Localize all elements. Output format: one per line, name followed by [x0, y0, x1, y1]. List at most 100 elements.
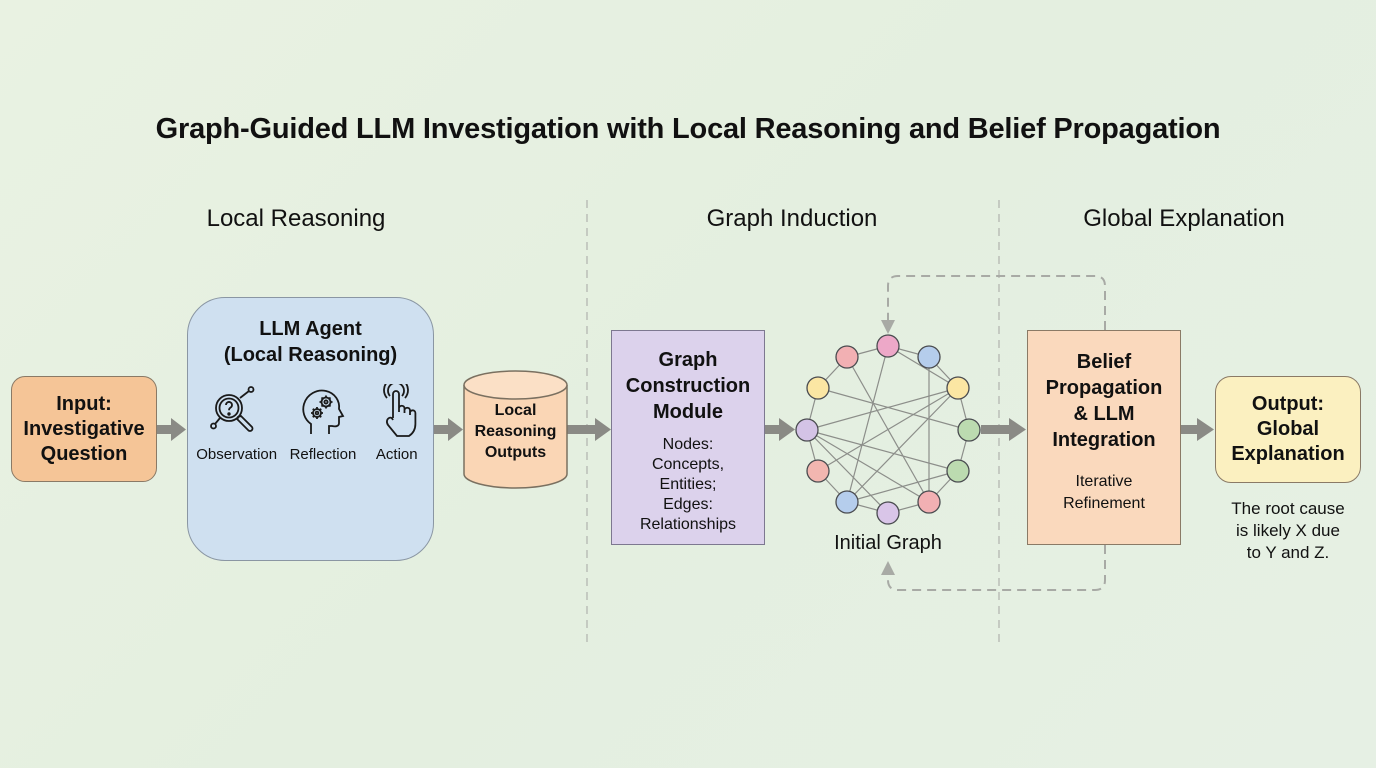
graph-edge	[846, 470, 959, 503]
agent-title: LLM Agent (Local Reasoning)	[224, 316, 397, 368]
graph-edge	[846, 345, 889, 503]
outputs-line-1: Local	[494, 402, 537, 419]
graph-edge	[887, 345, 930, 358]
gcm-title-line-3: Module	[653, 401, 723, 423]
graph-node	[917, 490, 941, 514]
graph-edge	[817, 356, 848, 389]
graph-edge	[806, 429, 959, 472]
step-action: Action	[369, 384, 425, 463]
step-label-action: Action	[375, 446, 418, 463]
belief-title: Belief Propagation & LLM Integration	[1046, 349, 1163, 453]
step-label-reflection: Reflection	[289, 446, 357, 463]
belief-description: Iterative Refinement	[1063, 471, 1145, 515]
step-reflection: Reflection	[289, 384, 357, 463]
gcm-title-line-2: Construction	[625, 375, 751, 397]
graph-node	[957, 418, 981, 442]
graph-edge	[957, 429, 970, 472]
feedback-arrowhead-bottom	[881, 561, 895, 575]
graph-edge	[817, 387, 959, 472]
graph-node	[917, 345, 941, 369]
outputs-line-2: Reasoning	[474, 423, 557, 440]
graph-node	[876, 501, 900, 525]
graph-edge	[806, 429, 889, 514]
graph-node	[946, 459, 970, 483]
graph-edge	[846, 501, 889, 514]
belief-propagation-box: Belief Propagation & LLM Integration Ite…	[1027, 330, 1181, 545]
graph-edge	[928, 356, 959, 389]
graph-edge	[887, 345, 959, 389]
initial-graph-label: Initial Graph	[834, 532, 942, 554]
belief-desc-line-1: Iterative	[1075, 473, 1133, 490]
graph-edge	[806, 429, 819, 472]
gcm-title-line-1: Graph	[658, 349, 718, 371]
graph-edges	[806, 345, 970, 514]
feedback-loop-top	[887, 275, 1106, 330]
graph-edge	[846, 387, 959, 503]
belief-title-line-1: Belief	[1076, 351, 1132, 373]
output-line-2: Global	[1256, 418, 1320, 440]
step-observation: Observation	[196, 384, 277, 463]
agent-steps: Observation Reflection Action	[188, 384, 433, 463]
input-line-1: Input:	[56, 392, 112, 415]
input-line-2: Investigative	[23, 417, 145, 440]
graph-edge	[846, 356, 930, 503]
output-desc-line-2: is likely X due	[1236, 521, 1340, 540]
arrow-input-to-agent	[157, 418, 186, 441]
head-gears-icon	[302, 389, 345, 434]
diagram-title: Graph-Guided LLM Investigation with Loca…	[155, 113, 1221, 145]
graph-edge	[817, 387, 970, 431]
gcm-desc-line-4: Edges:	[663, 496, 713, 513]
graph-edge	[846, 345, 889, 358]
step-label-observation: Observation	[196, 446, 278, 463]
graph-node	[835, 490, 859, 514]
arrow-gcm-to-graph	[765, 418, 795, 441]
output-line-3: Explanation	[1231, 443, 1345, 465]
graph-node	[806, 459, 830, 483]
graph-edge	[887, 501, 930, 514]
gcm-desc-line-1: Nodes:	[662, 436, 714, 453]
belief-title-line-2: Propagation	[1045, 377, 1163, 399]
arrow-agent-to-outputs	[434, 418, 463, 441]
magnifier-question-icon	[209, 386, 255, 432]
graph-edge	[806, 387, 959, 431]
graph-node	[806, 376, 830, 400]
belief-desc-line-2: Refinement	[1063, 495, 1145, 512]
graph-node	[835, 345, 859, 369]
gcm-description: Nodes: Concepts, Entities; Edges: Relati…	[640, 435, 736, 535]
input-line-3: Question	[40, 442, 128, 465]
graph-node	[795, 418, 819, 442]
output-example-text: The root cause is likely X due to Y and …	[1213, 498, 1363, 564]
llm-agent-box: LLM Agent (Local Reasoning) Observation …	[187, 297, 434, 561]
graph-node	[946, 376, 970, 400]
arrow-outputs-to-gcm	[567, 418, 611, 441]
feedback-arrowhead-top	[881, 320, 895, 334]
agent-title-line-2: (Local Reasoning)	[223, 344, 398, 366]
section-label-local-reasoning: Local Reasoning	[206, 205, 386, 232]
gcm-desc-line-3: Entities;	[659, 476, 717, 493]
output-line-1: Output:	[1251, 393, 1325, 415]
gcm-desc-line-2: Concepts,	[651, 456, 725, 473]
gcm-title: Graph Construction Module	[626, 347, 750, 425]
output-desc-line-1: The root cause	[1231, 499, 1345, 518]
section-label-graph-induction: Graph Induction	[706, 205, 878, 232]
graph-edge	[806, 387, 819, 431]
belief-title-line-3: & LLM	[1073, 403, 1135, 425]
local-reasoning-outputs-label: Local Reasoning Outputs	[463, 400, 568, 463]
hand-tap-icon	[382, 384, 417, 437]
input-question-box: Input: Investigative Question	[11, 376, 157, 482]
output-desc-line-3: to Y and Z.	[1246, 543, 1330, 562]
graph-edge	[928, 470, 959, 503]
graph-node	[876, 334, 900, 358]
graph-edge	[817, 470, 848, 503]
belief-title-line-4: Integration	[1052, 429, 1156, 451]
gcm-desc-line-5: Relationships	[639, 516, 737, 533]
graph-nodes	[795, 334, 981, 525]
graph-construction-module-box: Graph Construction Module Nodes: Concept…	[611, 330, 765, 545]
output-explanation-box: Output: Global Explanation	[1215, 376, 1361, 483]
graph-edge	[957, 387, 970, 431]
agent-title-line-1: LLM Agent	[259, 318, 362, 340]
graph-edge	[806, 429, 930, 503]
arrow-belief-to-output	[1181, 418, 1214, 441]
outputs-line-3: Outputs	[484, 444, 547, 461]
arrow-graph-to-belief	[981, 418, 1026, 441]
